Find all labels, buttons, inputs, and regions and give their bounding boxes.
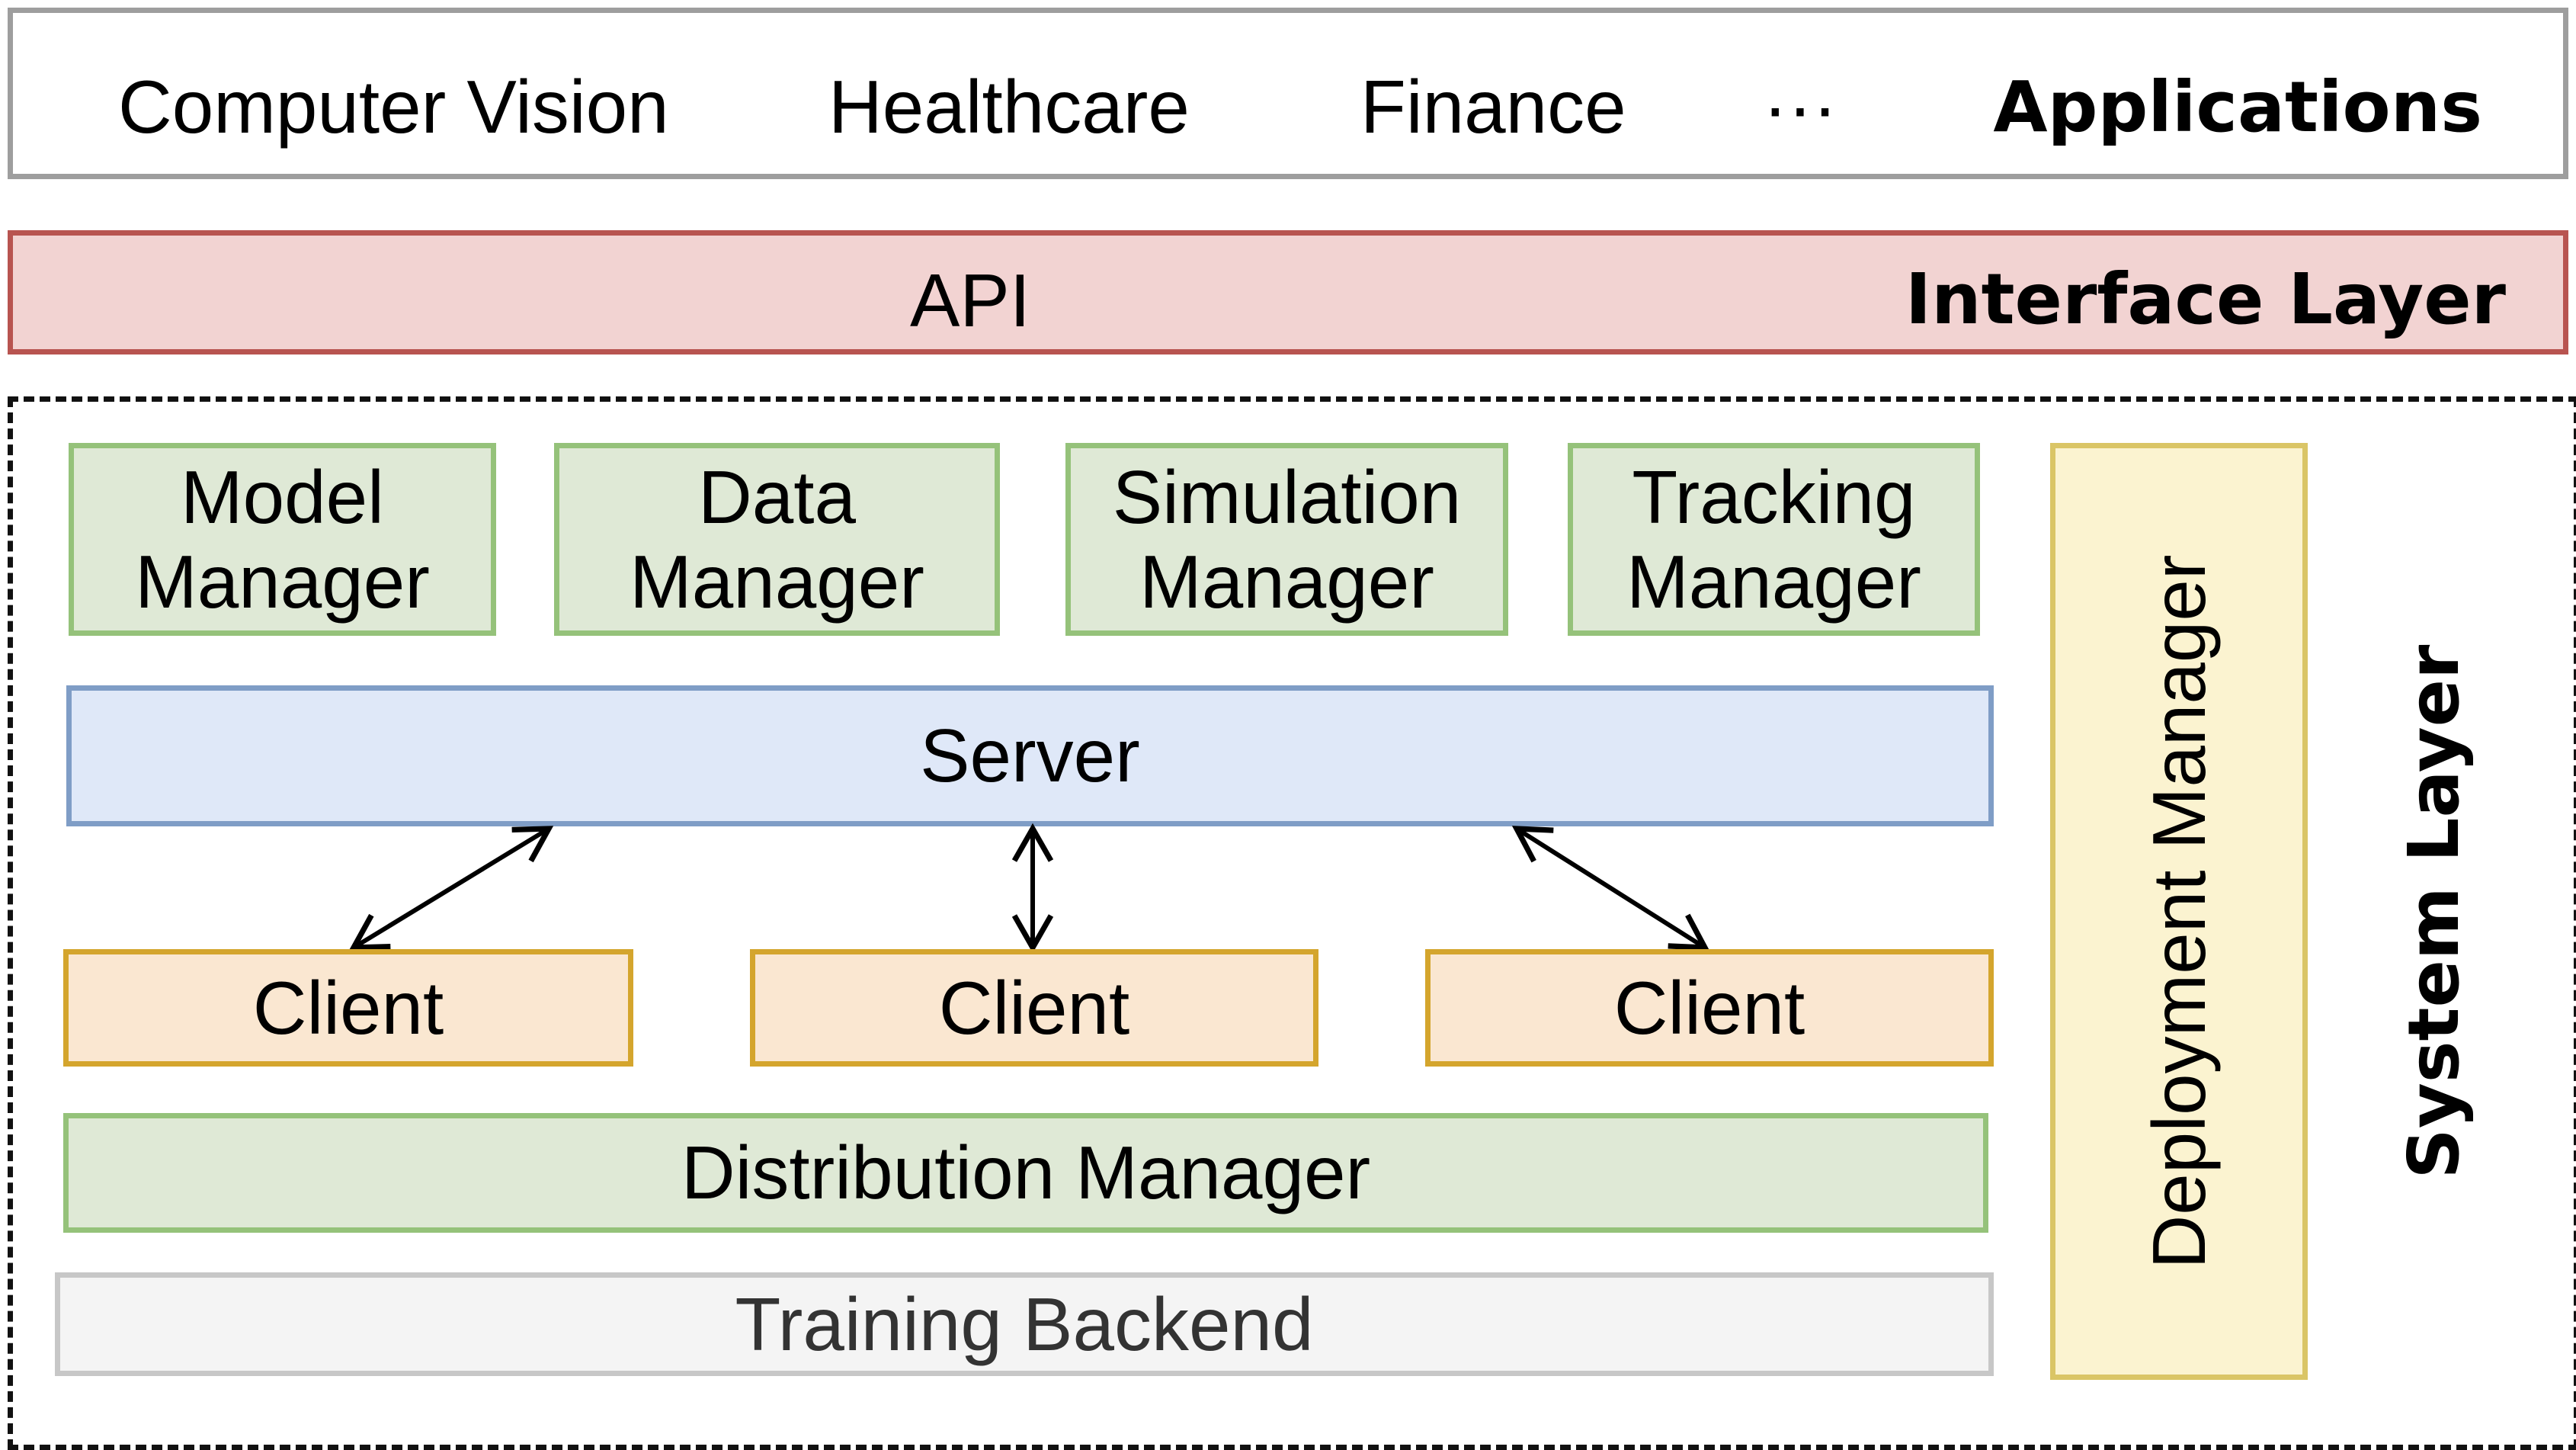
training-backend-box: Training Backend (55, 1272, 1994, 1376)
applications-layer: Computer Vision Healthcare Finance ··· A… (8, 8, 2568, 179)
app-finance: Finance (1360, 65, 1626, 149)
server-label: Server (920, 714, 1140, 798)
client-label-3: Client (1613, 965, 1805, 1050)
simulation-manager-line1: Simulation (1112, 454, 1462, 539)
arrow-server-client-right (1511, 826, 1710, 951)
simulation-manager-line2: Manager (1139, 539, 1434, 624)
client-box-2: Client (750, 949, 1318, 1067)
deployment-manager-label: Deployment Manager (2137, 554, 2221, 1269)
data-manager-line1: Data (697, 454, 856, 539)
api-label: API (910, 258, 1030, 342)
app-computer-vision: Computer Vision (118, 65, 669, 149)
client-label-2: Client (938, 965, 1130, 1050)
training-backend-label: Training Backend (735, 1282, 1314, 1366)
system-layer-label: System Layer (2393, 644, 2475, 1179)
data-manager-box: Data Manager (554, 443, 1000, 636)
interface-layer: API Interface Layer (8, 230, 2568, 354)
applications-layer-label: Applications (1993, 66, 2482, 148)
model-manager-line2: Manager (135, 539, 430, 624)
app-healthcare: Healthcare (828, 65, 1190, 149)
interface-layer-label: Interface Layer (1905, 258, 2506, 340)
distribution-manager-box: Distribution Manager (63, 1113, 1988, 1233)
client-box-3: Client (1425, 949, 1994, 1067)
tracking-manager-line2: Manager (1626, 539, 1921, 624)
client-box-1: Client (63, 949, 633, 1067)
arrow-server-client-left (348, 826, 554, 951)
client-label-1: Client (252, 965, 444, 1050)
distribution-manager-label: Distribution Manager (681, 1131, 1371, 1215)
model-manager-line1: Model (181, 454, 384, 539)
app-more-ellipsis: ··· (1763, 65, 1837, 149)
data-manager-line2: Manager (630, 539, 924, 624)
simulation-manager-box: Simulation Manager (1065, 443, 1508, 636)
deployment-manager-box: Deployment Manager (2050, 443, 2308, 1380)
tracking-manager-box: Tracking Manager (1568, 443, 1980, 636)
tracking-manager-line1: Tracking (1632, 454, 1916, 539)
model-manager-box: Model Manager (69, 443, 496, 636)
